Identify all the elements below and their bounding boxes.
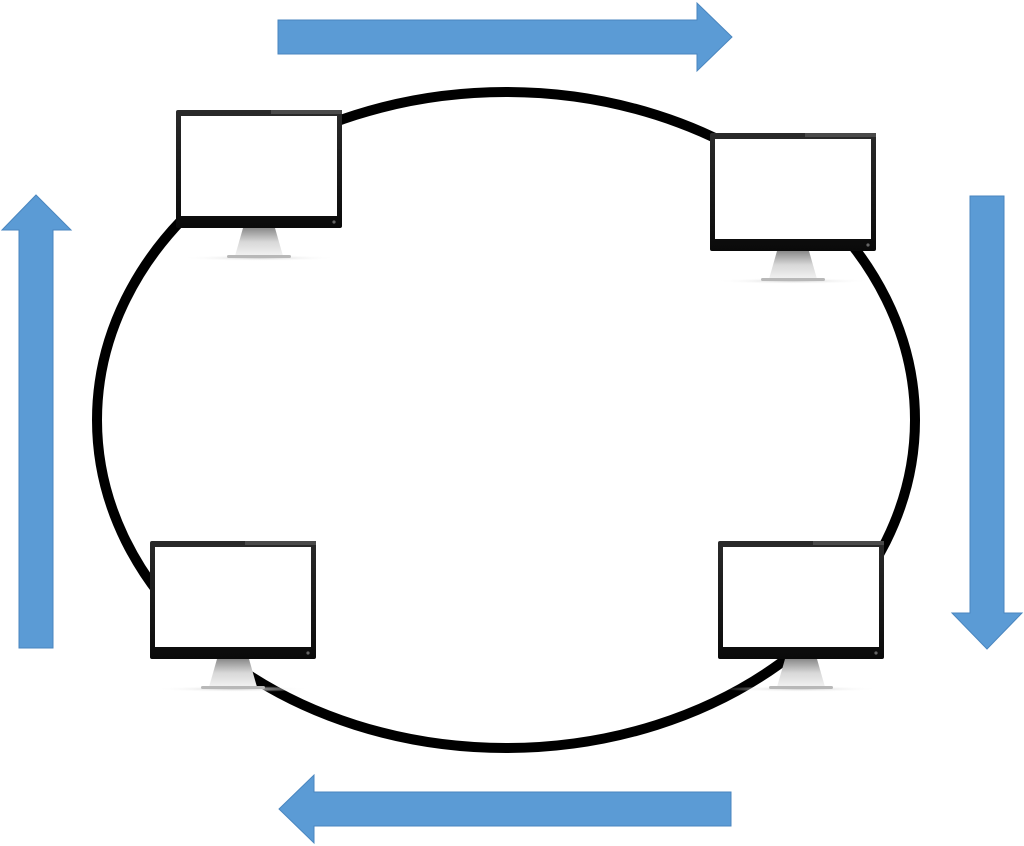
arrow-up-icon xyxy=(0,194,73,649)
monitor-icon xyxy=(710,133,876,284)
arrow-down-icon xyxy=(950,195,1024,650)
monitor-stand xyxy=(209,659,257,687)
monitor-icon xyxy=(176,110,342,261)
computer-bottom-right xyxy=(718,541,884,692)
monitor-highlight xyxy=(805,133,876,137)
monitor-screen xyxy=(181,116,337,216)
network-ring xyxy=(92,87,920,753)
computer-bottom-left xyxy=(150,541,316,692)
monitor-screen xyxy=(715,139,871,239)
monitor-icon xyxy=(150,541,316,692)
monitor-base xyxy=(201,686,265,689)
monitor-icon xyxy=(718,541,884,692)
computer-top-right xyxy=(710,133,876,284)
monitor-highlight xyxy=(245,541,316,545)
monitor-base xyxy=(769,686,833,689)
power-led xyxy=(306,651,310,655)
monitor-screen xyxy=(155,547,311,647)
monitor-stand xyxy=(769,251,817,279)
monitor-highlight xyxy=(813,541,884,545)
monitor-base xyxy=(227,255,291,258)
power-led xyxy=(332,220,336,224)
monitor-base xyxy=(761,278,825,281)
computer-top-left xyxy=(176,110,342,261)
power-led xyxy=(866,243,870,247)
monitor-stand xyxy=(235,228,283,256)
power-led xyxy=(874,651,878,655)
monitor-screen xyxy=(723,547,879,647)
arrow-left-icon xyxy=(278,773,732,845)
arrow-right-icon xyxy=(277,1,733,73)
monitor-stand xyxy=(777,659,825,687)
monitor-highlight xyxy=(271,110,342,114)
